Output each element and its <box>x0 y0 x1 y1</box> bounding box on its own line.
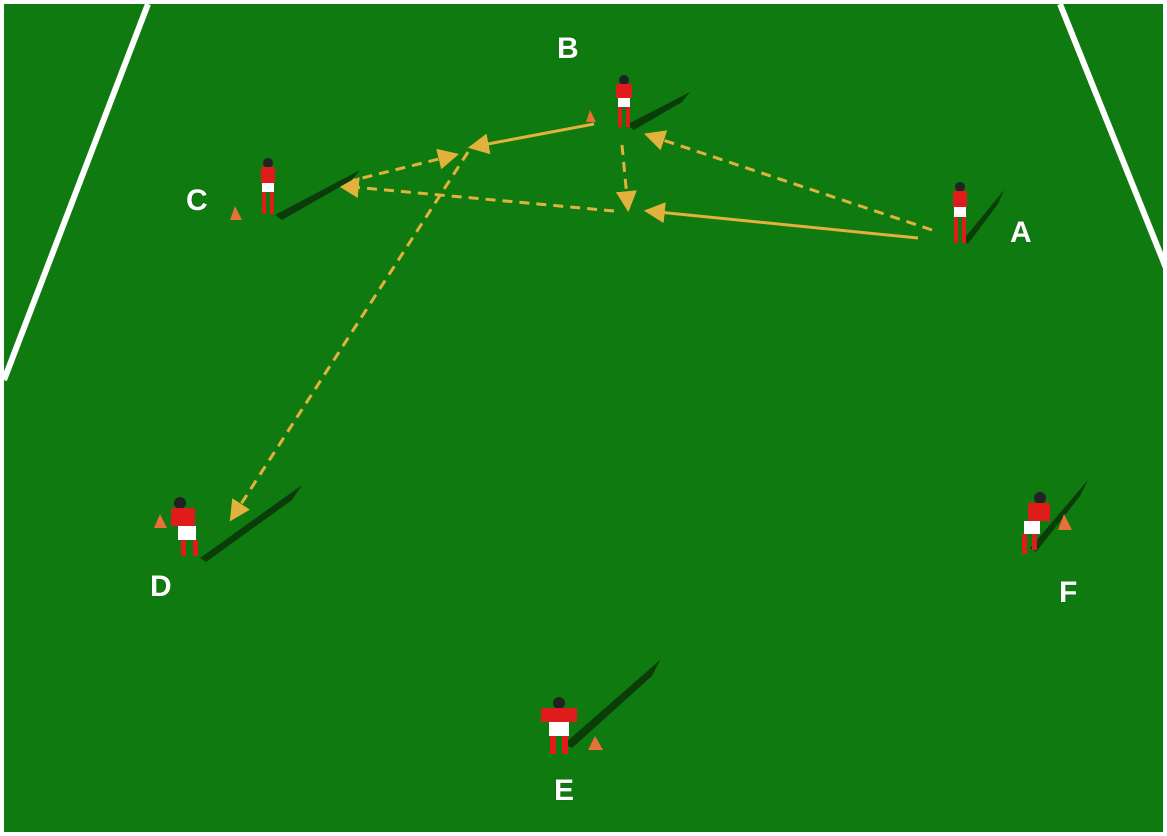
player-e <box>541 660 660 754</box>
player-label-f: F <box>1059 576 1078 609</box>
pitch <box>4 4 1163 832</box>
player-c <box>230 158 360 220</box>
run-arrow-to-d <box>229 151 470 522</box>
player-a <box>953 182 1004 244</box>
player-d <box>154 485 302 562</box>
right-touchline <box>1057 2 1167 270</box>
run-arrow-center-to-c <box>337 177 615 213</box>
arrows <box>229 122 933 522</box>
pass-arrow-b <box>467 122 595 155</box>
player-b <box>586 75 690 130</box>
player-label-b: B <box>557 32 579 65</box>
player-label-d: D <box>150 570 172 603</box>
pass-arrow-a <box>643 202 919 240</box>
left-touchline <box>1 2 151 382</box>
player-label-e: E <box>554 774 575 807</box>
run-arrow-b-down <box>615 144 637 213</box>
player-label-a: A <box>1010 216 1032 249</box>
player-label-c: C <box>186 184 208 217</box>
run-arrow-c-up <box>345 148 460 184</box>
player-f <box>1022 480 1088 554</box>
